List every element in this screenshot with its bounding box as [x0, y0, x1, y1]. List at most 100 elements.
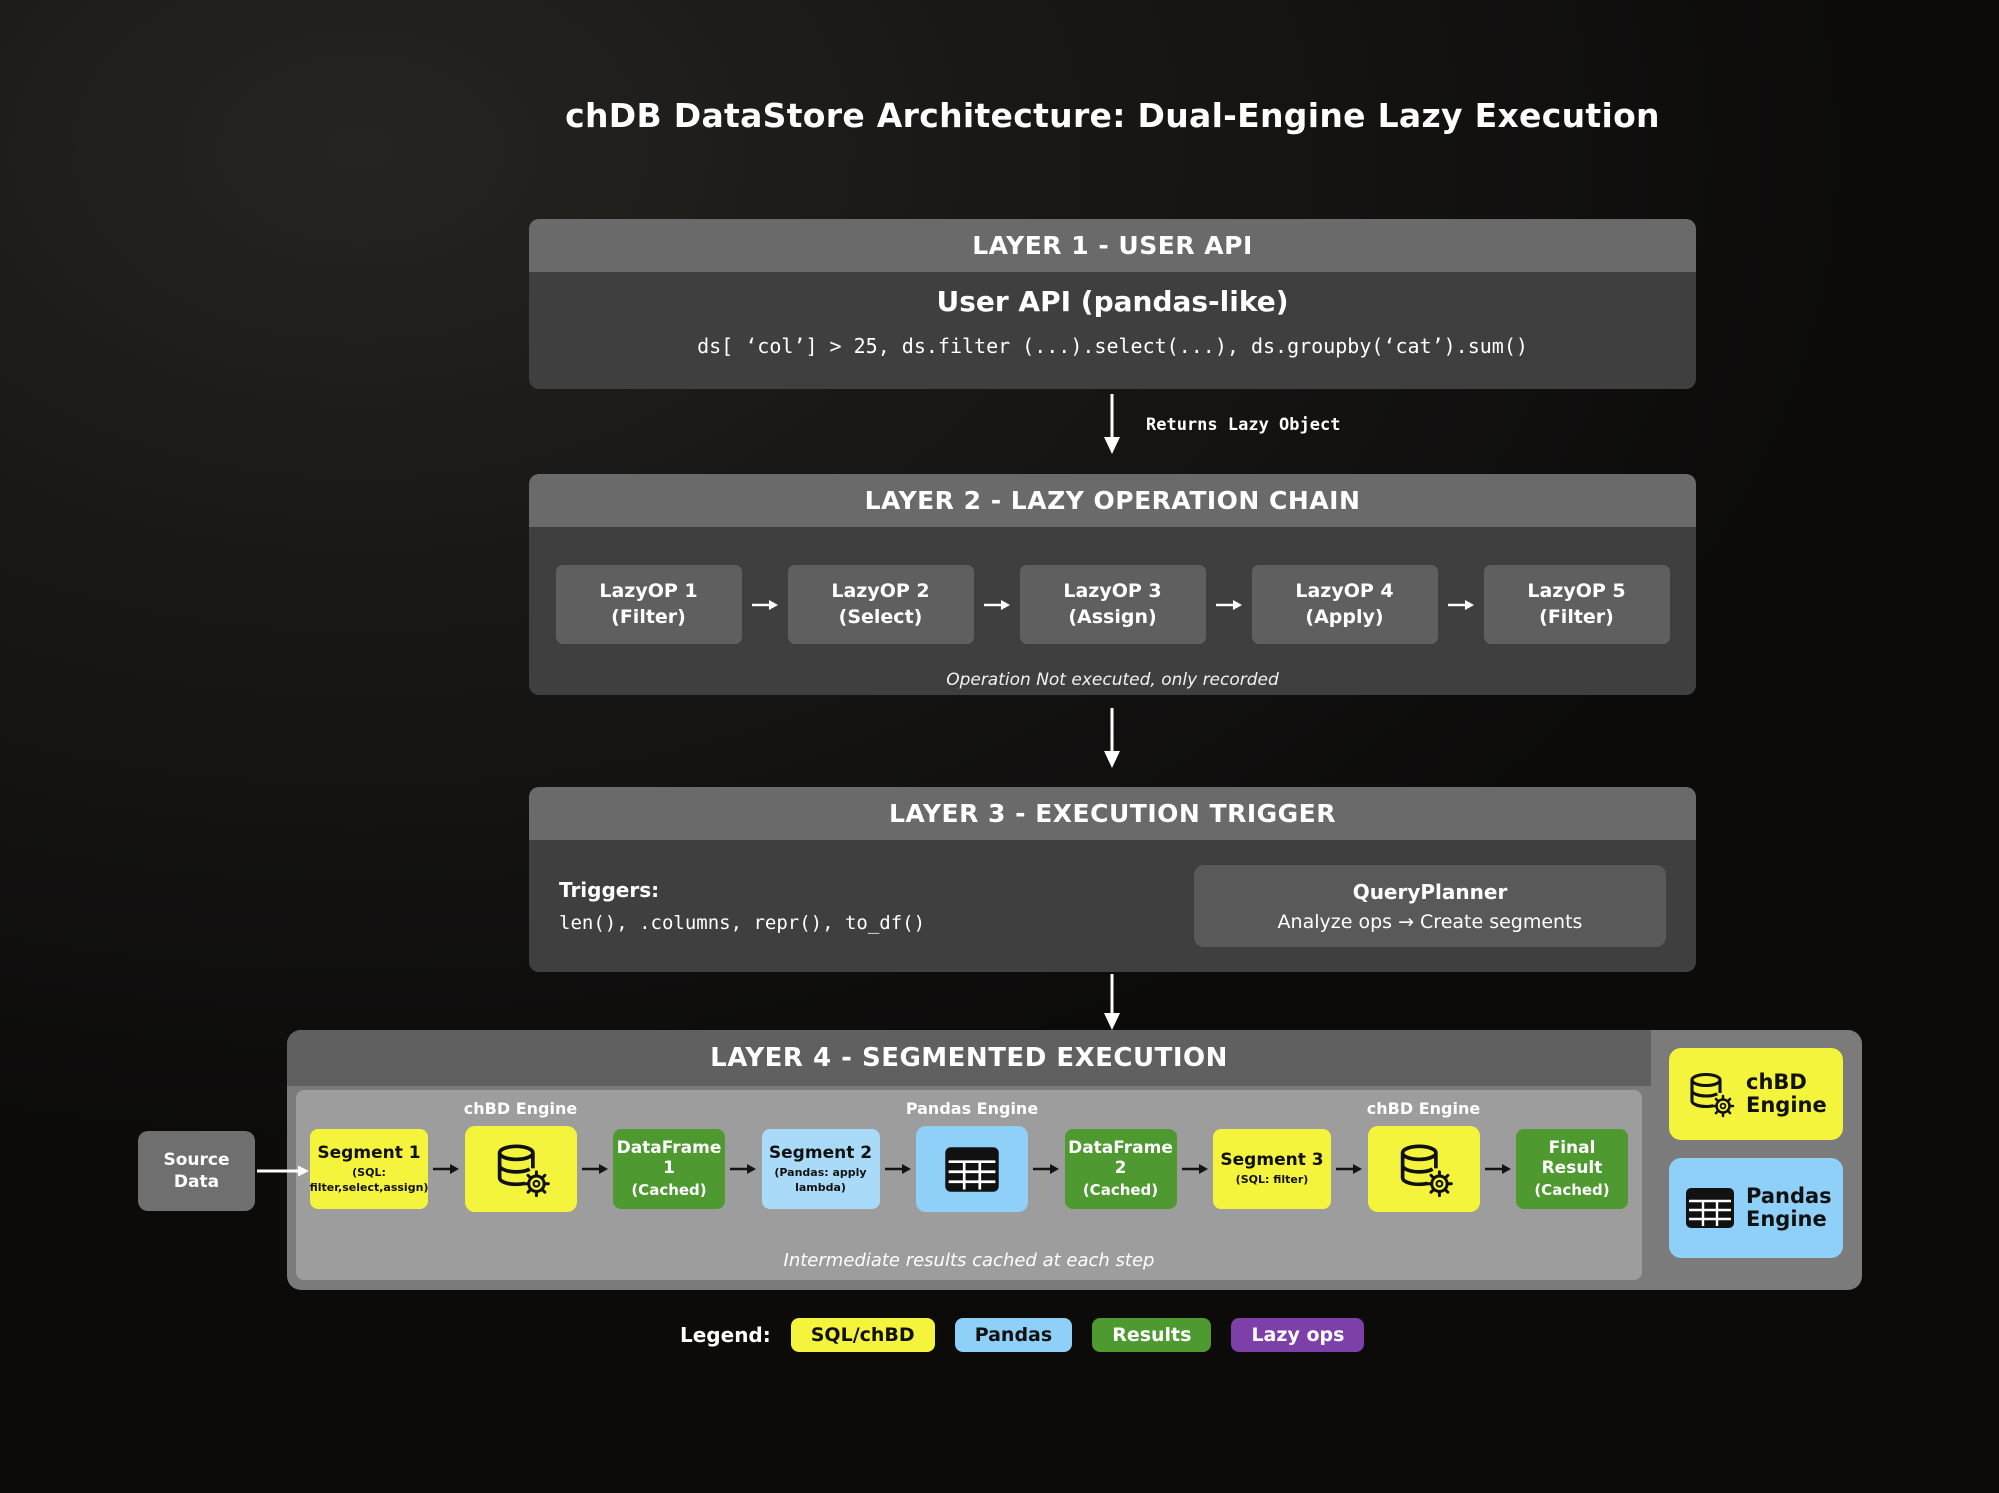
arrow-right-icon: [884, 1164, 911, 1174]
lazy-op-chain: LazyOP 1 (Filter) LazyOP 2 (Select) Lazy…: [529, 565, 1696, 644]
table-icon: [1686, 1188, 1734, 1228]
dataframe-2-sub: (Cached): [1082, 1180, 1159, 1199]
layer3-body: Triggers: len(), .columns, repr(), to_df…: [529, 840, 1696, 972]
execution-pipeline: Segment 1 (SQL: filter,select,assign) ch…: [310, 1099, 1628, 1212]
layer2-caption: Operation Not executed, only recorded: [946, 670, 1279, 690]
layer2-body: LazyOP 1 (Filter) LazyOP 2 (Select) Lazy…: [529, 527, 1696, 695]
arrow-right-icon: [1215, 599, 1242, 610]
final-result-box: Final Result (Cached): [1516, 1129, 1628, 1209]
arrow-right-icon: [581, 1164, 608, 1174]
layer1-subtitle: User API (pandas-like): [936, 285, 1289, 318]
segment-3-box: Segment 3 (SQL: filter): [1213, 1129, 1331, 1209]
table-icon: [945, 1146, 999, 1192]
database-gear-icon: [497, 1144, 550, 1197]
arrow-right-icon: [1336, 1164, 1363, 1174]
queryplanner-title: QueryPlanner: [1352, 879, 1508, 904]
chdb-engine-label-2: chBD Engine: [1366, 1099, 1481, 1118]
layer2-lazy-chain: LAYER 2 - LAZY OPERATION CHAIN LazyOP 1 …: [529, 474, 1696, 695]
legend-row: Legend: SQL/chBD Pandas Results Lazy ops: [680, 1318, 1365, 1352]
dataframe-1-title: DataFrame 1: [616, 1137, 722, 1178]
lazyop-3-box: LazyOP 3 (Assign): [1019, 565, 1206, 644]
layer1-user-api: LAYER 1 - USER API User API (pandas-like…: [529, 219, 1696, 389]
layer1-header: LAYER 1 - USER API: [529, 219, 1696, 272]
pandas-engine-node: Pandas Engine: [906, 1099, 1038, 1212]
legend-chip-lazy-ops: Lazy ops: [1231, 1318, 1365, 1352]
arrow-right-icon: [751, 599, 778, 610]
chdb-engine-label-1: chBD Engine: [463, 1099, 578, 1118]
chdb-engine-box-1: [464, 1126, 577, 1212]
chdb-engine-node-2: chBD Engine: [1367, 1099, 1480, 1212]
arrow-right-icon: [257, 1165, 309, 1177]
lazyop-3-title: LazyOP 3: [1063, 579, 1162, 602]
dataframe-1-sub: (Cached): [631, 1180, 707, 1199]
segment-3-title: Segment 3: [1220, 1150, 1324, 1171]
legend-title: Legend:: [680, 1323, 771, 1347]
lazyop-5-box: LazyOP 5 (Filter): [1483, 565, 1670, 644]
arrow-right-icon: [1181, 1164, 1208, 1174]
queryplanner-subtitle: Analyze ops → Create segments: [1277, 910, 1583, 933]
layer4-caption: Intermediate results cached at each step: [783, 1250, 1155, 1271]
lazyop-5-sub: (Filter): [1539, 605, 1614, 628]
lazyop-5-title: LazyOP 5: [1527, 579, 1626, 602]
segment-3-sub: (SQL: filter): [1235, 1173, 1309, 1187]
segment-1-title: Segment 1: [317, 1143, 421, 1164]
lazyop-3-sub: (Assign): [1068, 605, 1157, 628]
triggers-block: Triggers: len(), .columns, repr(), to_df…: [559, 878, 925, 934]
lazyop-1-box: LazyOP 1 (Filter): [555, 565, 742, 644]
arrow-right-icon: [433, 1164, 460, 1174]
dataframe-1-box: DataFrame 1 (Cached): [613, 1129, 725, 1209]
segment-2-title: Segment 2: [768, 1143, 873, 1164]
lazyop-4-box: LazyOP 4 (Apply): [1251, 565, 1438, 644]
chdb-engine-legend-box: chBD Engine: [1669, 1048, 1843, 1140]
lazyop-1-title: LazyOP 1: [599, 579, 698, 602]
execution-pipeline-band: Segment 1 (SQL: filter,select,assign) ch…: [296, 1090, 1642, 1280]
legend-chip-results: Results: [1092, 1318, 1212, 1352]
arrow-down-icon: [1104, 394, 1120, 454]
segment-2-sub: (Pandas: apply lambda): [774, 1166, 867, 1194]
arrow-down-icon: [1104, 974, 1120, 1030]
database-gear-icon: [1690, 1072, 1735, 1118]
chdb-engine-legend-label: chBD Engine: [1746, 1069, 1827, 1117]
source-data-box: Source Data: [138, 1131, 255, 1211]
triggers-code: len(), .columns, repr(), to_df(): [559, 912, 926, 934]
layer3-execution-trigger: LAYER 3 - EXECUTION TRIGGER Triggers: le…: [529, 787, 1696, 972]
arrow-down-icon: [1104, 708, 1120, 768]
pandas-engine-legend-label: Pandas Engine: [1746, 1183, 1832, 1231]
database-gear-icon: [1400, 1144, 1453, 1197]
pandas-engine-label: Pandas Engine: [905, 1099, 1039, 1118]
lazyop-4-sub: (Apply): [1305, 605, 1384, 628]
legend-chip-sql-chdb: SQL/chBD: [790, 1318, 935, 1352]
final-result-title: Final Result: [1541, 1137, 1603, 1178]
chdb-engine-node-1: chBD Engine: [464, 1099, 577, 1212]
queryplanner-box: QueryPlanner Analyze ops → Create segmen…: [1194, 865, 1666, 947]
dataframe-2-title: DataFrame 2: [1068, 1137, 1173, 1178]
segment-1-sub: (SQL: filter,select,assign): [309, 1166, 429, 1194]
segment-2-box: Segment 2 (Pandas: apply lambda): [761, 1129, 880, 1209]
returns-lazy-object-label: Returns Lazy Object: [1146, 415, 1341, 435]
lazyop-2-title: LazyOP 2: [831, 579, 930, 602]
page-title: chDB DataStore Architecture: Dual-Engine…: [565, 96, 1660, 135]
layer1-body: User API (pandas-like) ds[ ‘col’] > 25, …: [529, 272, 1696, 389]
dataframe-2-box: DataFrame 2 (Cached): [1064, 1129, 1177, 1209]
triggers-label: Triggers:: [559, 878, 660, 902]
arrow-right-icon: [1033, 1164, 1060, 1174]
layer1-code: ds[ ‘col’] > 25, ds.filter (...).select(…: [697, 334, 1528, 358]
final-result-sub: (Cached): [1534, 1180, 1610, 1199]
segment-1-box: Segment 1 (SQL: filter,select,assign): [310, 1129, 428, 1209]
layer3-header: LAYER 3 - EXECUTION TRIGGER: [529, 787, 1696, 840]
arrow-right-icon: [730, 1164, 757, 1174]
lazyop-4-title: LazyOP 4: [1295, 579, 1394, 602]
arrow-right-icon: [1484, 1164, 1511, 1174]
arrow-right-icon: [983, 599, 1010, 610]
layer2-header: LAYER 2 - LAZY OPERATION CHAIN: [529, 474, 1696, 527]
source-data-label: Source Data: [163, 1149, 230, 1192]
lazyop-2-sub: (Select): [838, 605, 923, 628]
pandas-engine-box: [916, 1126, 1028, 1212]
layer4-header: LAYER 4 - SEGMENTED EXECUTION: [287, 1030, 1651, 1086]
layer4-segmented-execution: LAYER 4 - SEGMENTED EXECUTION Segment 1 …: [287, 1030, 1862, 1290]
arrow-right-icon: [1447, 599, 1474, 610]
lazyop-1-sub: (Filter): [611, 605, 686, 628]
pandas-engine-legend-box: Pandas Engine: [1669, 1158, 1843, 1258]
lazyop-2-box: LazyOP 2 (Select): [787, 565, 974, 644]
